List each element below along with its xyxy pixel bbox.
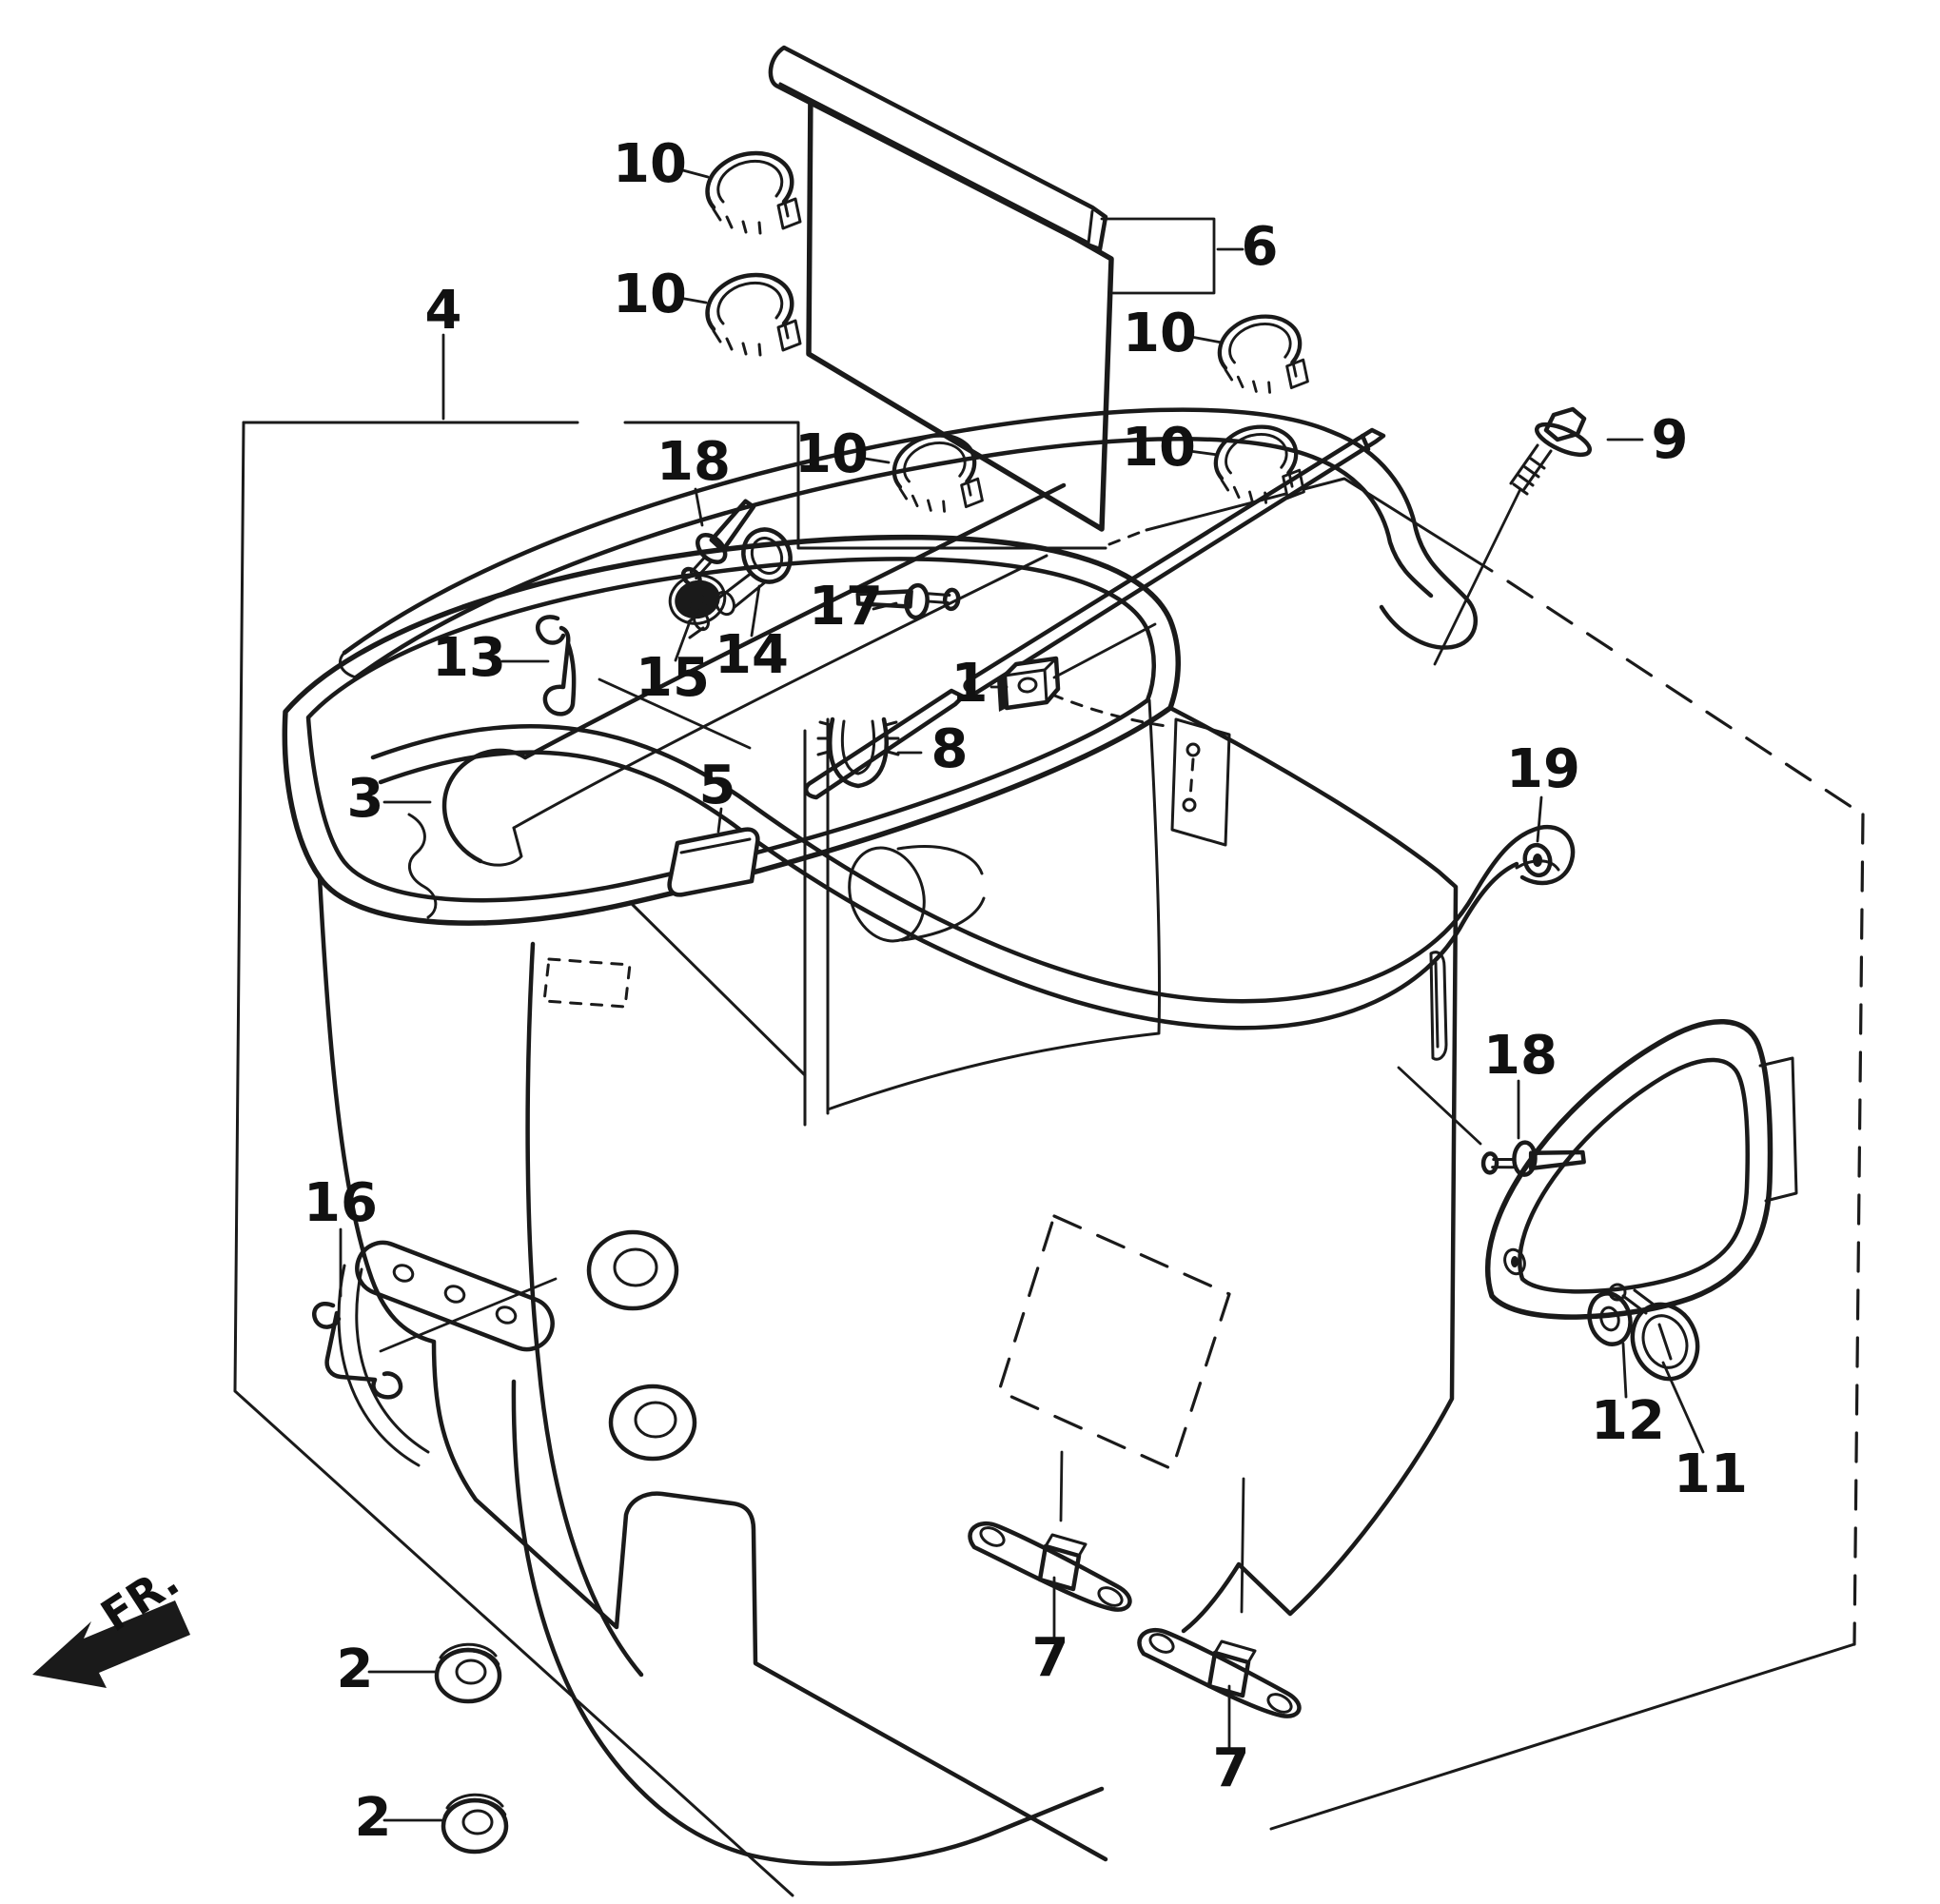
setting-rubber-5 [667, 827, 760, 897]
callout-part-2-24: 2 [337, 1639, 374, 1700]
side-cover [1484, 1019, 1798, 1320]
callout-part-18-18: 18 [1483, 1025, 1558, 1087]
callout-part-15-9: 15 [636, 647, 710, 709]
clip-13 [535, 615, 577, 716]
callout-part-18-8: 18 [656, 431, 731, 493]
callout-part-3-13: 3 [347, 768, 384, 830]
fr-direction-indicator: FR. [32, 1555, 190, 1688]
leader-lines [339, 167, 1705, 1822]
callout-part-10-5: 10 [1122, 417, 1196, 479]
fr-arrow-icon [32, 1600, 190, 1688]
callout-part-7-23: 7 [1213, 1737, 1250, 1799]
wire-clamp-8 [816, 716, 900, 789]
callout-part-11-21: 11 [1674, 1443, 1748, 1505]
bolt-14 [686, 527, 793, 639]
callout-part-5-14: 5 [699, 755, 736, 816]
callout-part-17-11: 17 [809, 576, 883, 638]
callout-part-8-16: 8 [931, 718, 969, 780]
callout-part-13-12: 13 [432, 627, 506, 689]
seat-strip-right [963, 427, 1386, 696]
callout-part-10-4: 10 [1123, 303, 1197, 364]
callout-part-4-0: 4 [425, 280, 462, 342]
assembly-boundary-outline [233, 421, 1865, 1897]
filter-holder-strip [768, 45, 1108, 252]
callout-part-14-10: 14 [715, 624, 789, 686]
nut-19 [1522, 842, 1553, 878]
frame-lower-rail [370, 724, 1576, 1031]
callout-part-16-19: 16 [304, 1172, 378, 1234]
callout-part-1-15: 1 [951, 653, 989, 715]
frame-upper-rail [339, 407, 1478, 680]
callout-part-19-17: 19 [1506, 738, 1580, 800]
flange-bolt-9 [1509, 406, 1593, 496]
callout-part-12-20: 12 [1591, 1390, 1665, 1452]
callout-part-10-2: 10 [613, 264, 687, 325]
cushion-grommets-2 [437, 1644, 506, 1852]
callout-part-6-6: 6 [1242, 216, 1279, 278]
callout-part-10-3: 10 [794, 423, 869, 485]
clip-16 [312, 1302, 403, 1400]
clip-nut-1 [997, 656, 1061, 712]
callout-part-9-7: 9 [1652, 409, 1689, 471]
rivet-18-side [1477, 1118, 1587, 1206]
callout-part-10-1: 10 [613, 133, 687, 195]
label-6-bracket [1100, 217, 1244, 295]
callout-part-2-25: 2 [355, 1787, 392, 1849]
air-cleaner-case [282, 534, 1459, 1866]
seal-rubber-3 [441, 482, 1067, 867]
callout-part-7-22: 7 [1032, 1627, 1069, 1689]
fastener-11 [1608, 1283, 1700, 1382]
grommet-12 [1587, 1291, 1633, 1346]
battery-clips-7 [970, 1523, 1299, 1716]
